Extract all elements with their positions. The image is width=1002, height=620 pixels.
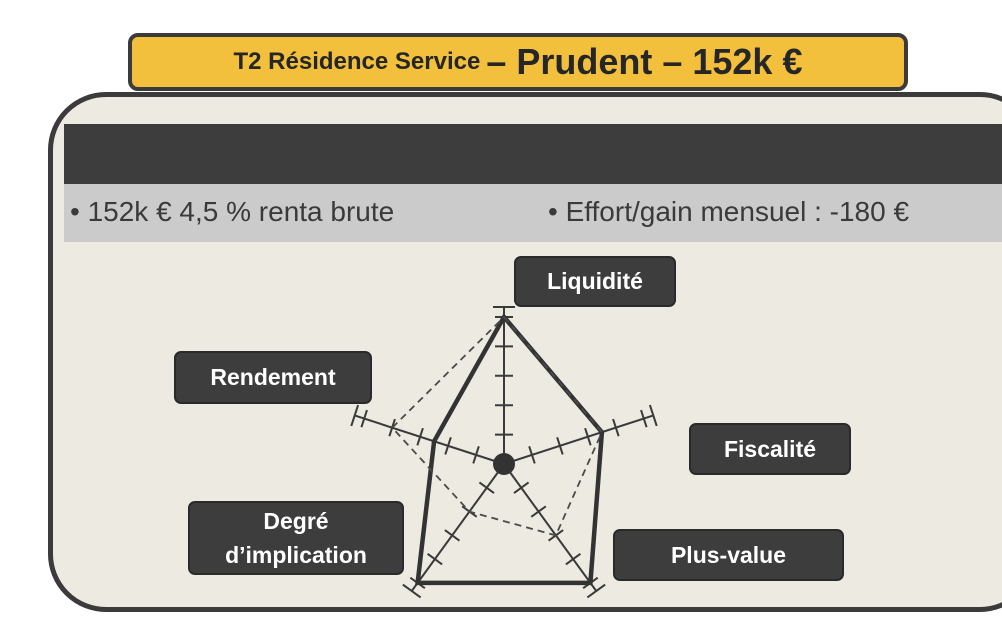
radar-tick <box>472 446 480 464</box>
radar-tick <box>556 436 564 455</box>
radar-axis-plus-value <box>503 463 598 592</box>
axis-label-plus-value: Plus-value <box>613 529 844 581</box>
radar-tick <box>478 481 495 494</box>
radar-tick <box>416 427 424 446</box>
radar-axis-end-tick <box>648 404 658 427</box>
radar-tick <box>360 409 368 428</box>
info-band: • 152k € 4,5 % renta brute • Effort/gain… <box>64 184 1002 242</box>
radar-tick <box>640 409 648 428</box>
radar-tick <box>444 436 452 455</box>
radar-tick <box>584 427 592 446</box>
axis-label-fiscalite: Fiscalité <box>689 423 851 475</box>
monthly-effort-text: • Effort/gain mensuel : -180 € <box>548 196 910 227</box>
title-big: – Prudent – 152k € <box>486 41 803 82</box>
radar-axis-end-tick <box>586 583 606 599</box>
radar-tick <box>427 553 443 566</box>
radar-axis-end-tick <box>350 404 360 427</box>
title-small: T2 Résidence Service <box>233 48 481 75</box>
radar-axis-rendement <box>354 414 505 465</box>
radar-series-dashed <box>390 315 603 537</box>
radar-axis-end-tick <box>402 583 422 599</box>
axis-label-degre-implication: Degré d’implication <box>188 501 404 575</box>
radar-axis-fiscalite <box>503 414 654 465</box>
radar-tick <box>565 553 581 566</box>
axis-label-rendement: Rendement <box>174 351 372 404</box>
radar-center-dot <box>493 453 515 475</box>
title-banner: T2 Résidence Service – Prudent – 152k € <box>128 33 908 91</box>
header-band <box>64 124 1002 184</box>
radar-tick <box>513 481 530 494</box>
radar-axis-degre-implication <box>410 463 505 592</box>
radar-tick <box>612 418 620 437</box>
radar-tick <box>530 505 547 518</box>
radar-tick <box>444 529 461 542</box>
radar-tick <box>528 446 536 464</box>
radar-series-solid <box>415 313 605 586</box>
axis-label-liquidite: Liquidité <box>514 256 676 307</box>
radar-tick <box>388 418 396 437</box>
price-yield-text: • 152k € 4,5 % renta brute <box>70 196 395 227</box>
